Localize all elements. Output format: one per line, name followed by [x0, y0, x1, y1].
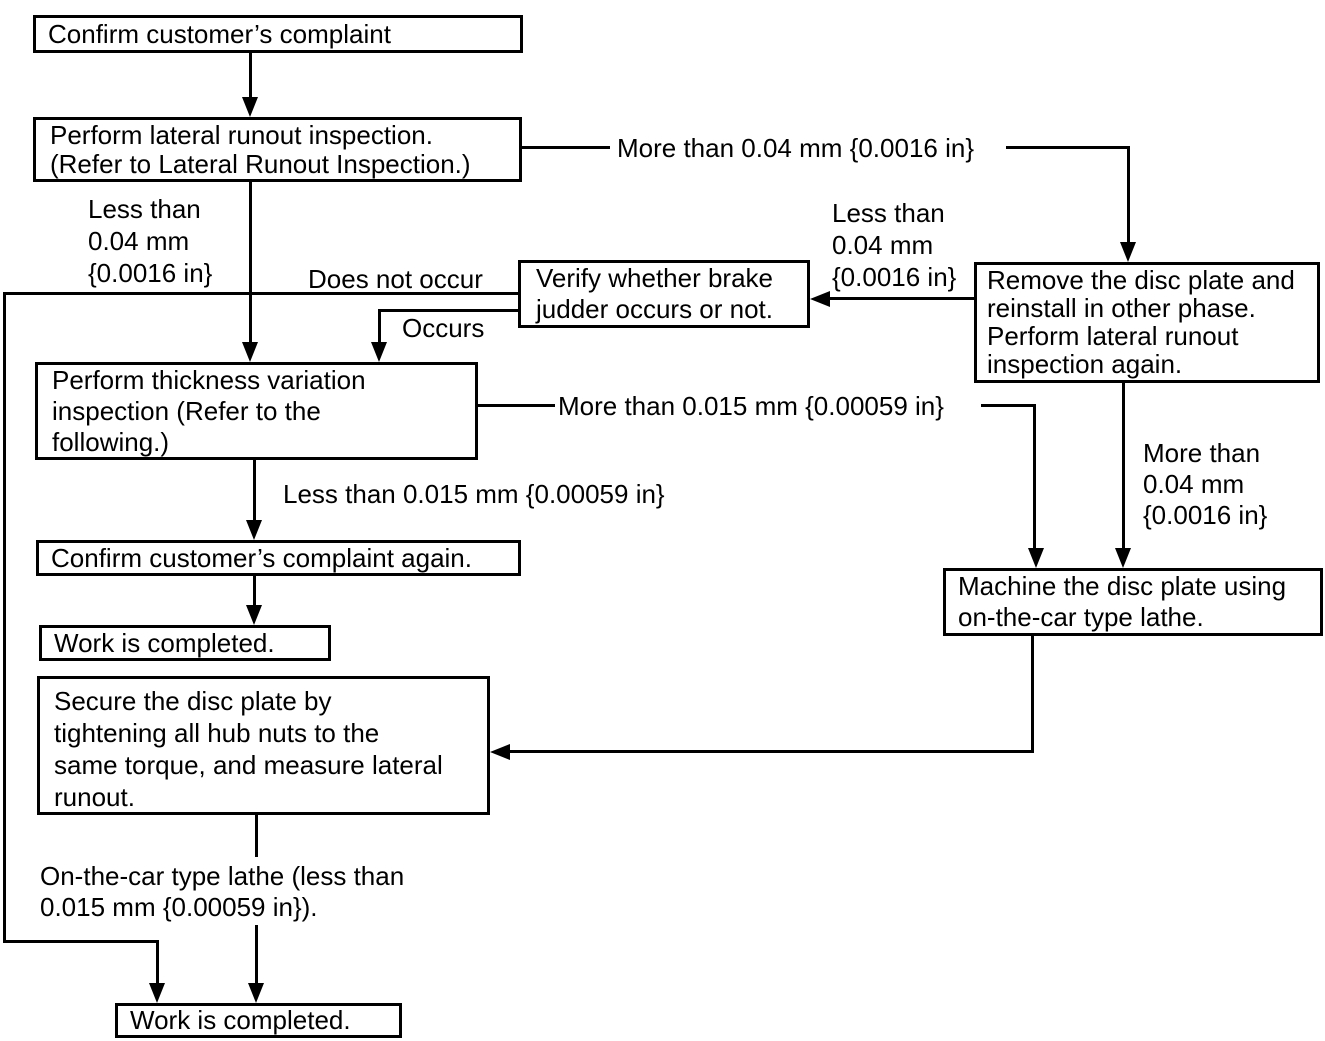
arrowhead — [246, 520, 262, 540]
label-more-than-0015: More than 0.015 mm {0.00059 in} — [558, 391, 944, 421]
node-machine-disc-plate: Machine the disc plate using on-the-car … — [943, 568, 1323, 636]
connector-segment — [1033, 404, 1036, 552]
node-confirm-complaint: Confirm customer’s complaint — [33, 15, 523, 53]
connector-segment — [478, 404, 555, 407]
node-work-completed-lower: Work is completed. — [115, 1003, 402, 1038]
connector-segment — [522, 146, 610, 149]
connector-segment — [981, 404, 1036, 407]
node-thickness-variation-inspection: Perform thickness variation inspection (… — [35, 362, 478, 460]
arrowhead — [1028, 548, 1044, 568]
arrowhead — [490, 744, 510, 760]
connector-segment — [378, 309, 518, 312]
connector-segment — [1122, 383, 1125, 552]
node-lateral-runout-inspection: Perform lateral runout inspection. (Refe… — [33, 117, 522, 182]
connector-segment — [1031, 636, 1034, 753]
label-does-not-occur: Does not occur — [308, 264, 483, 294]
connector-segment — [249, 52, 252, 100]
connector-segment — [249, 182, 252, 344]
arrowhead — [149, 983, 165, 1003]
connector-segment — [156, 940, 159, 985]
node-work-completed-upper: Work is completed. — [39, 625, 331, 661]
connector-segment — [255, 925, 258, 987]
connector-segment — [826, 297, 974, 300]
label-less-than-0015: Less than 0.015 mm {0.00059 in} — [283, 479, 665, 509]
connector-segment — [3, 292, 6, 943]
node-verify-brake-judder: Verify whether brake judder occurs or no… — [518, 260, 810, 328]
connector-segment — [505, 750, 1034, 753]
connector-segment — [1006, 146, 1130, 149]
label-on-the-car-lathe: On-the-car type lathe (less than 0.015 m… — [40, 861, 405, 922]
node-secure-disc-plate: Secure the disc plate by tightening all … — [37, 676, 490, 815]
connector-segment — [1127, 146, 1130, 246]
connector-segment — [3, 940, 159, 943]
connector-segment — [255, 815, 258, 857]
arrowhead — [810, 291, 830, 307]
connector-segment — [253, 576, 256, 609]
label-more-than-004-right: More than 0.04 mm {0.0016 in} — [1143, 438, 1268, 530]
label-occurs: Occurs — [402, 313, 485, 343]
arrowhead — [1120, 242, 1136, 262]
label-less-than-004-left: Less than 0.04 mm {0.0016 in} — [88, 194, 213, 288]
connector-segment — [378, 309, 381, 345]
arrowhead — [371, 342, 387, 362]
node-remove-disc-plate: Remove the disc plate and reinstall in o… — [974, 262, 1320, 383]
arrowhead — [1115, 548, 1131, 568]
arrowhead — [242, 97, 258, 117]
connector-segment — [253, 460, 256, 524]
node-confirm-complaint-again: Confirm customer’s complaint again. — [36, 540, 521, 576]
label-more-than-004-top: More than 0.04 mm {0.0016 in} — [617, 133, 975, 163]
label-less-than-004-mid: Less than 0.04 mm {0.0016 in} — [832, 198, 957, 292]
connector-segment — [3, 292, 518, 295]
arrowhead — [246, 605, 262, 625]
arrowhead — [242, 342, 258, 362]
arrowhead — [248, 983, 264, 1003]
